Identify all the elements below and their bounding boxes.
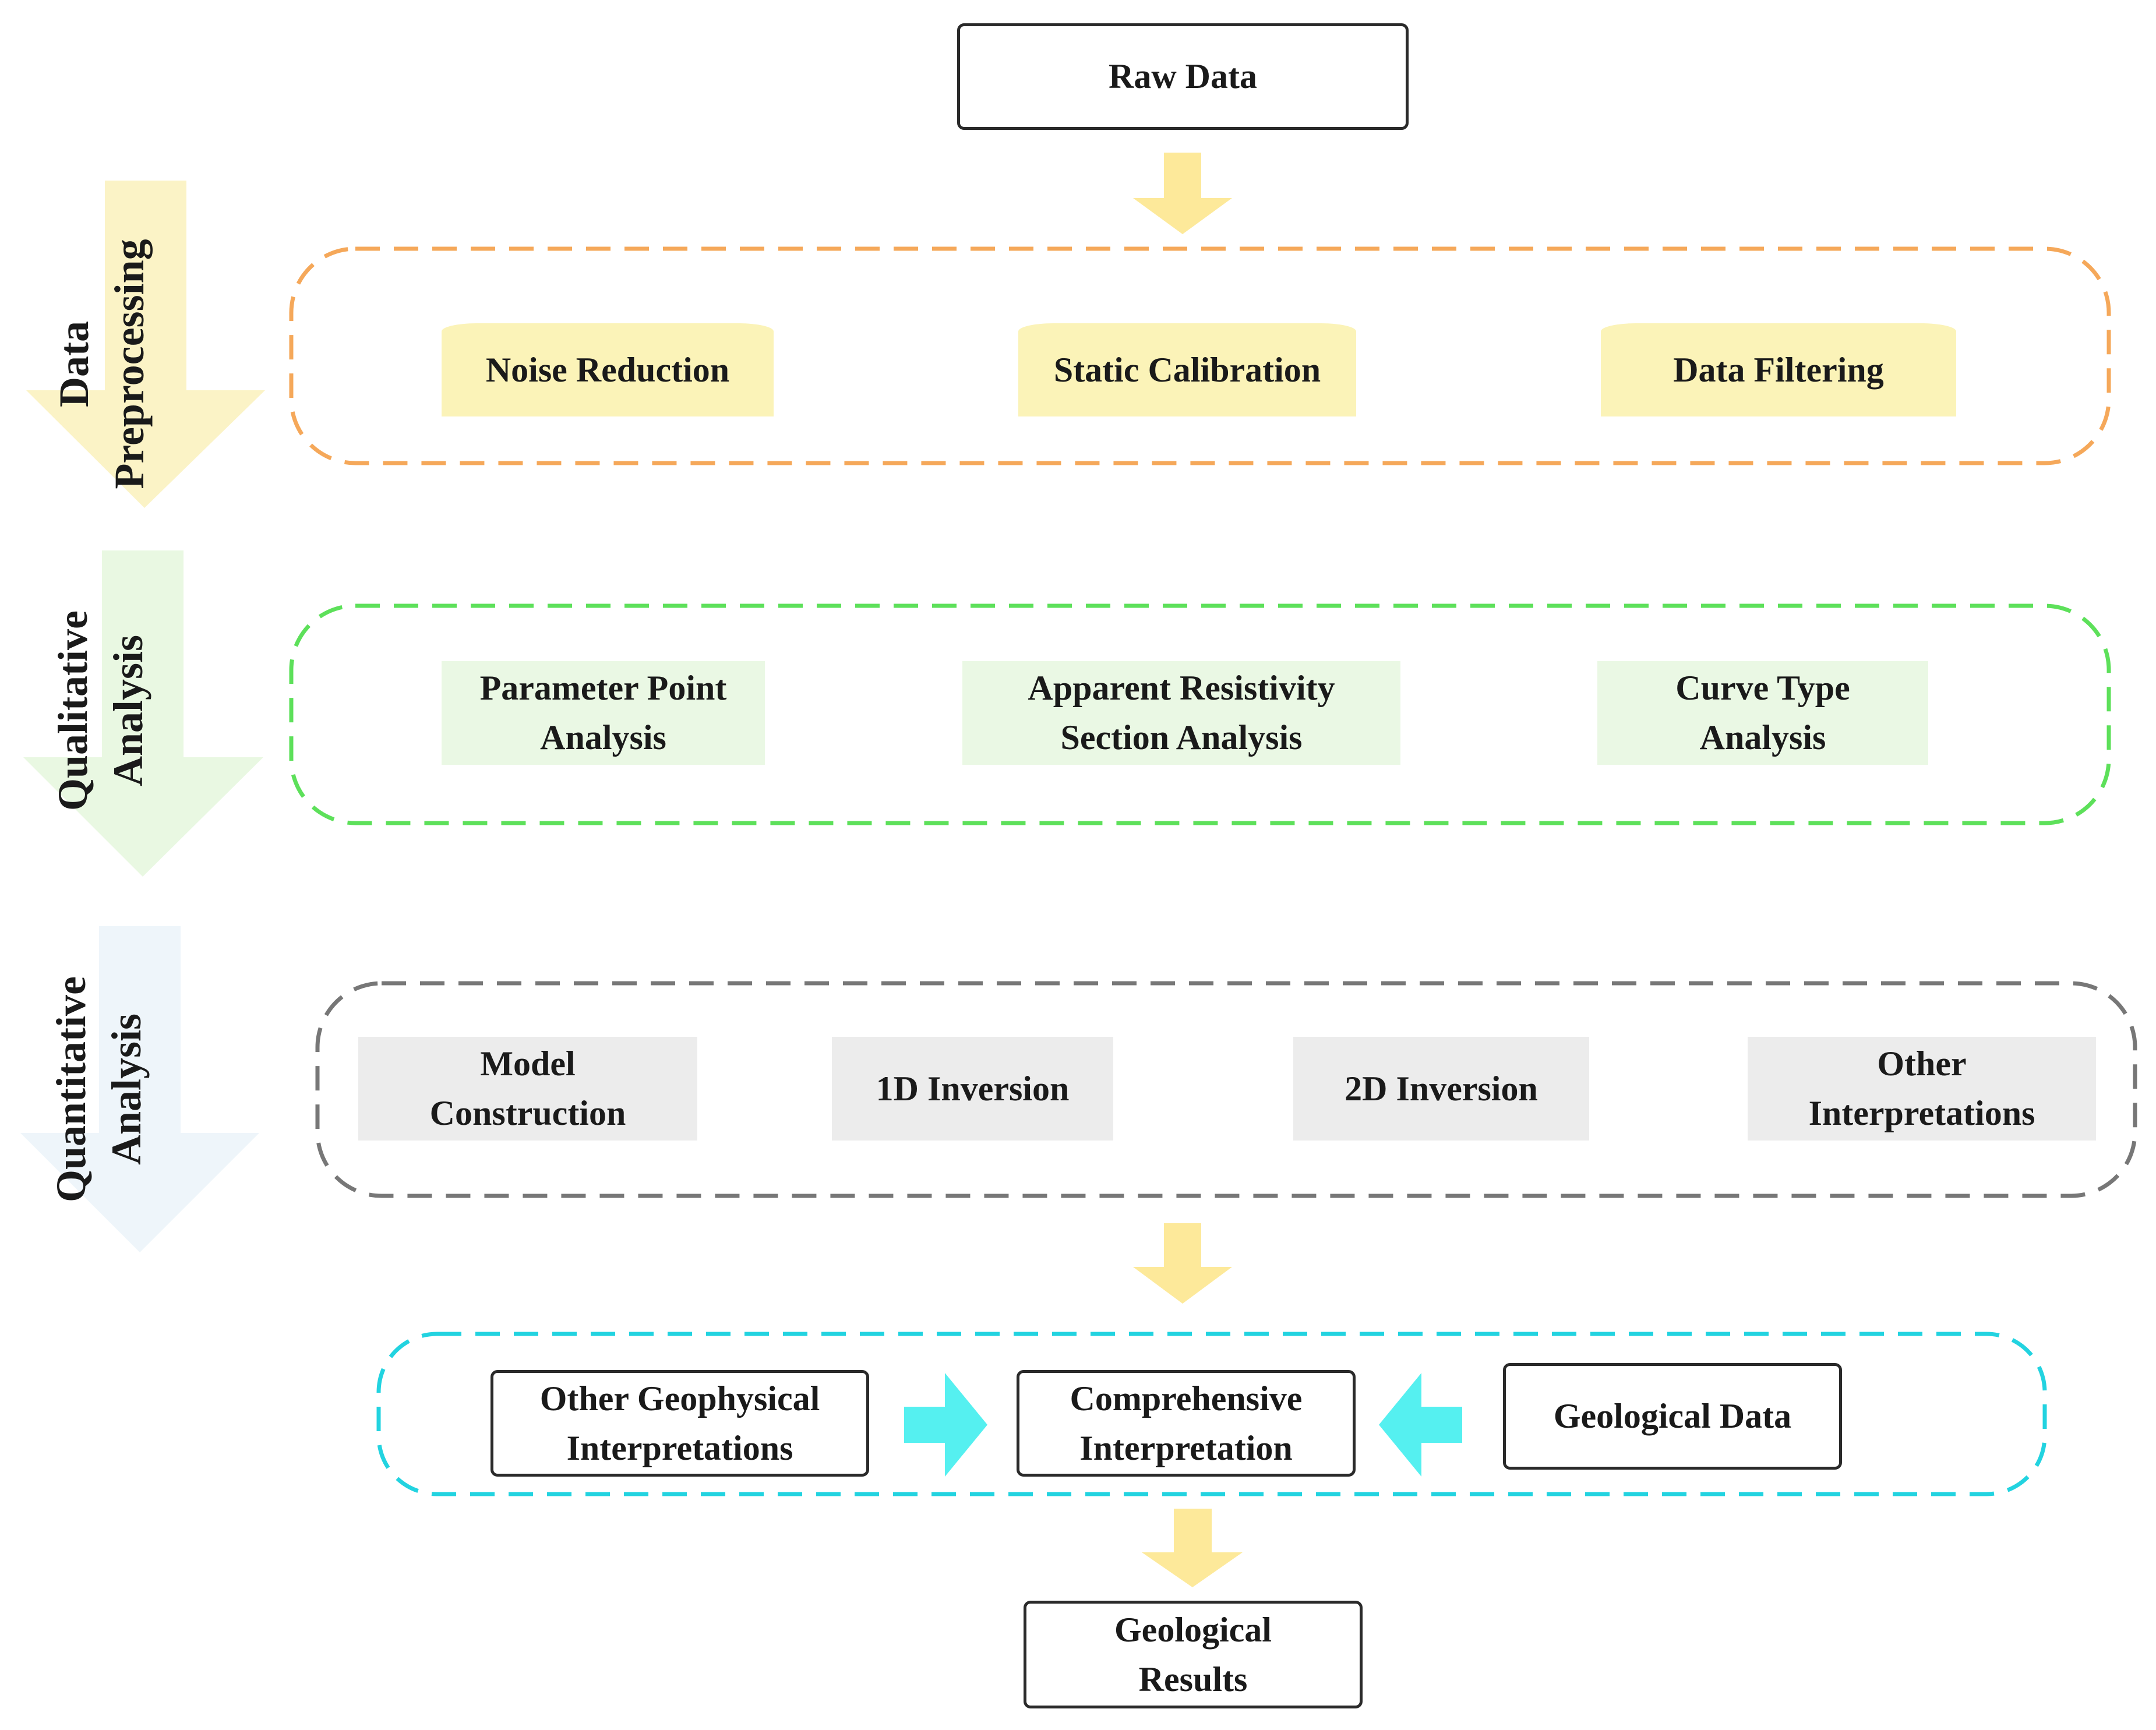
2d-inversion-label: 2D Inversion xyxy=(1345,1069,1538,1108)
curve-type-analysis-line1: Curve Type xyxy=(1675,669,1850,707)
model-construction-line2: Construction xyxy=(429,1094,626,1132)
raw-data-label: Raw Data xyxy=(1109,57,1257,96)
static-calibration-step: Static Calibration xyxy=(1018,323,1356,416)
apparent-resistivity-section-analysis-step: Apparent Resistivity Section Analysis xyxy=(962,661,1400,765)
quantitative-side-label: Quantitative Analysis xyxy=(44,947,154,1232)
quantitative-side-label-line1: Quantitative xyxy=(48,976,94,1202)
flow-arrow-3 xyxy=(1142,1509,1243,1587)
preprocessing-side-label-line2: Preprocessing xyxy=(106,239,153,489)
qualitative-side-label: Qualitative Analysis xyxy=(45,574,156,848)
quantitative-side-label-line2: Analysis xyxy=(103,1013,150,1166)
apparent-resistivity-line2: Section Analysis xyxy=(1060,718,1303,757)
curve-type-analysis-line2: Analysis xyxy=(1699,718,1826,757)
qualitative-side-arrow xyxy=(23,550,263,877)
noise-reduction-label: Noise Reduction xyxy=(485,350,730,389)
comprehensive-interpretation-line1: Comprehensive xyxy=(1070,1379,1303,1418)
geological-results-line2: Results xyxy=(1138,1660,1248,1699)
data-filtering-step: Data Filtering xyxy=(1601,323,1956,416)
other-interpretations-step: Other Interpretations xyxy=(1748,1037,2096,1141)
quantitative-container xyxy=(315,981,2137,1198)
model-construction-line1: Model xyxy=(480,1044,576,1083)
static-calibration-label: Static Calibration xyxy=(1053,350,1321,389)
geological-results-line1: Geological xyxy=(1114,1610,1272,1649)
other-geophysical-line2: Interpretations xyxy=(566,1428,793,1467)
geological-data-label: Geological Data xyxy=(1553,1397,1792,1435)
flow-arrow-2 xyxy=(1133,1223,1232,1304)
preprocessing-side-label-line1: Data xyxy=(51,321,97,407)
noise-reduction-step: Noise Reduction xyxy=(442,323,774,416)
integration-container xyxy=(376,1332,2047,1496)
comprehensive-interpretation-line2: Interpretation xyxy=(1079,1428,1293,1467)
apparent-resistivity-line1: Apparent Resistivity xyxy=(1028,669,1335,707)
raw-data-node: Raw Data xyxy=(957,23,1409,130)
quantitative-side-arrow xyxy=(20,926,259,1252)
2d-inversion-step: 2D Inversion xyxy=(1293,1037,1589,1141)
qualitative-side-label-line1: Qualitative xyxy=(50,610,96,811)
1d-inversion-label: 1D Inversion xyxy=(876,1069,1070,1108)
parameter-point-analysis-line2: Analysis xyxy=(540,718,666,757)
comprehensive-interpretation-node: Comprehensive Interpretation xyxy=(1017,1370,1356,1477)
preprocessing-side-arrow xyxy=(26,181,265,508)
qualitative-side-label-line2: Analysis xyxy=(105,634,151,787)
other-interpretations-line1: Other xyxy=(1877,1044,1967,1083)
geological-data-node: Geological Data xyxy=(1503,1363,1842,1470)
model-construction-step: Model Construction xyxy=(358,1037,697,1141)
data-filtering-label: Data Filtering xyxy=(1673,350,1884,389)
other-interpretations-line2: Interpretations xyxy=(1808,1094,2035,1132)
1d-inversion-step: 1D Inversion xyxy=(832,1037,1113,1141)
cyan-arrow-left xyxy=(1379,1373,1462,1477)
qualitative-container xyxy=(289,603,2111,825)
preprocessing-side-label: Data Preprocessing xyxy=(47,227,157,501)
other-geophysical-line1: Other Geophysical xyxy=(539,1379,820,1418)
parameter-point-analysis-line1: Parameter Point xyxy=(479,669,727,707)
other-geophysical-interpretations-node: Other Geophysical Interpretations xyxy=(491,1370,869,1477)
parameter-point-analysis-step: Parameter Point Analysis xyxy=(442,661,765,765)
preprocessing-container xyxy=(289,246,2111,465)
curve-type-analysis-step: Curve Type Analysis xyxy=(1597,661,1928,765)
flow-arrow-1 xyxy=(1133,153,1232,234)
geological-results-node: Geological Results xyxy=(1024,1601,1363,1708)
cyan-arrow-right xyxy=(904,1373,987,1477)
